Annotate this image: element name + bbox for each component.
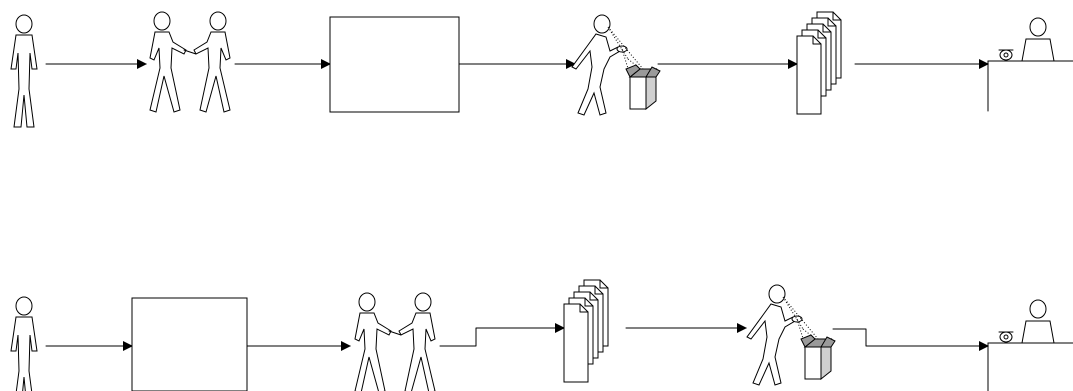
top-flow-row (11, 12, 1073, 127)
handshake-icon (355, 293, 435, 391)
person-throwing-trash-icon (572, 15, 660, 115)
document-stack-icon (797, 12, 841, 114)
receptionist-desk-icon (988, 18, 1073, 111)
flow-arrow (833, 329, 988, 346)
bottom-flow-row (11, 280, 1073, 391)
person-throwing-trash-icon (747, 285, 835, 385)
receptionist-desk-icon (988, 300, 1073, 391)
person-icon (11, 297, 37, 391)
process-box (132, 298, 247, 391)
flow-arrow (440, 328, 564, 346)
person-icon (11, 15, 37, 127)
document-stack-icon (564, 280, 608, 382)
handshake-icon (150, 12, 230, 112)
process-box (330, 17, 459, 112)
